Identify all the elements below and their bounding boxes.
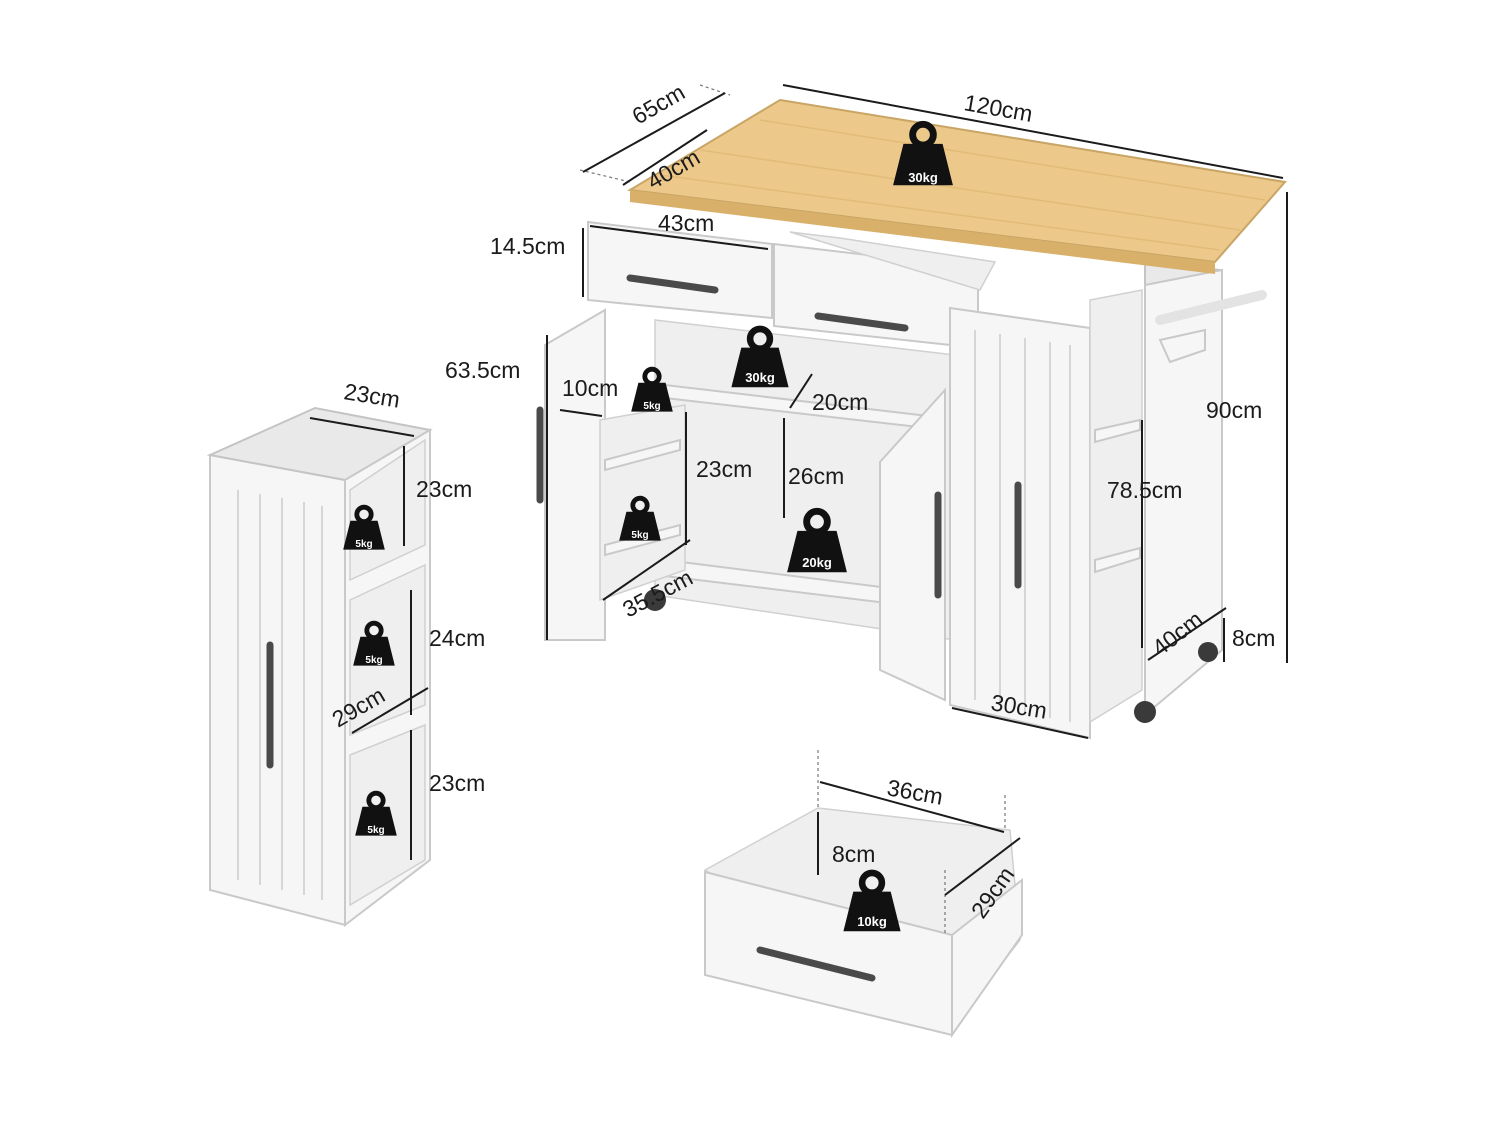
dim-rack-depth: 10cm <box>562 375 618 401</box>
kitchen-island <box>536 98 1287 740</box>
dimension-lines <box>309 84 1288 935</box>
dim-shelf-gap-top: 20cm <box>812 389 868 415</box>
dim-drawer-height: 14.5cm <box>490 233 565 259</box>
weight-icon: 5kg <box>355 793 397 836</box>
weight-label-tower-1: 5kg <box>355 539 372 550</box>
weight-icon: 30kg <box>731 329 788 387</box>
weight-icon: 30kg <box>893 124 953 185</box>
dim-loose-drawer-height: 8cm <box>832 841 875 867</box>
weight-label-drawer: 10kg <box>857 914 887 929</box>
dim-wheel-height: 8cm <box>1232 625 1275 651</box>
dim-tower-shelf-3: 23cm <box>429 770 485 796</box>
weight-label-top: 30kg <box>908 170 938 185</box>
dim-loose-drawer-width: 36cm <box>885 774 945 809</box>
dim-tower-shelf-1: 23cm <box>416 476 472 502</box>
weight-icon: 5kg <box>619 498 661 541</box>
weight-label-lower-shelf: 20kg <box>802 555 832 570</box>
weight-label-upper-shelf: 30kg <box>745 370 775 385</box>
weight-icon: 5kg <box>343 507 385 550</box>
dim-shelf-gap-mid: 26cm <box>788 463 844 489</box>
weight-label-rack-upper: 5kg <box>643 401 660 412</box>
weight-icon: 20kg <box>787 511 847 572</box>
side-tower <box>206 406 433 928</box>
weight-icon: 5kg <box>631 369 673 412</box>
dim-rack-spacing: 23cm <box>696 456 752 482</box>
dim-side-cabinet-height: 78.5cm <box>1107 477 1182 503</box>
dim-drawer-width: 43cm <box>658 210 714 236</box>
weight-icon: 5kg <box>353 623 395 666</box>
weight-label-tower-3: 5kg <box>367 825 384 836</box>
dim-door-height: 63.5cm <box>445 357 520 383</box>
weight-label-tower-2: 5kg <box>365 655 382 666</box>
dim-tower-shelf-2: 24cm <box>429 625 485 651</box>
weight-icon: 10kg <box>843 873 900 931</box>
dim-tower-width: 23cm <box>342 378 402 412</box>
dim-top-depth: 65cm <box>628 79 690 130</box>
weight-label-rack-lower: 5kg <box>631 530 648 541</box>
dim-total-height: 90cm <box>1206 397 1262 423</box>
